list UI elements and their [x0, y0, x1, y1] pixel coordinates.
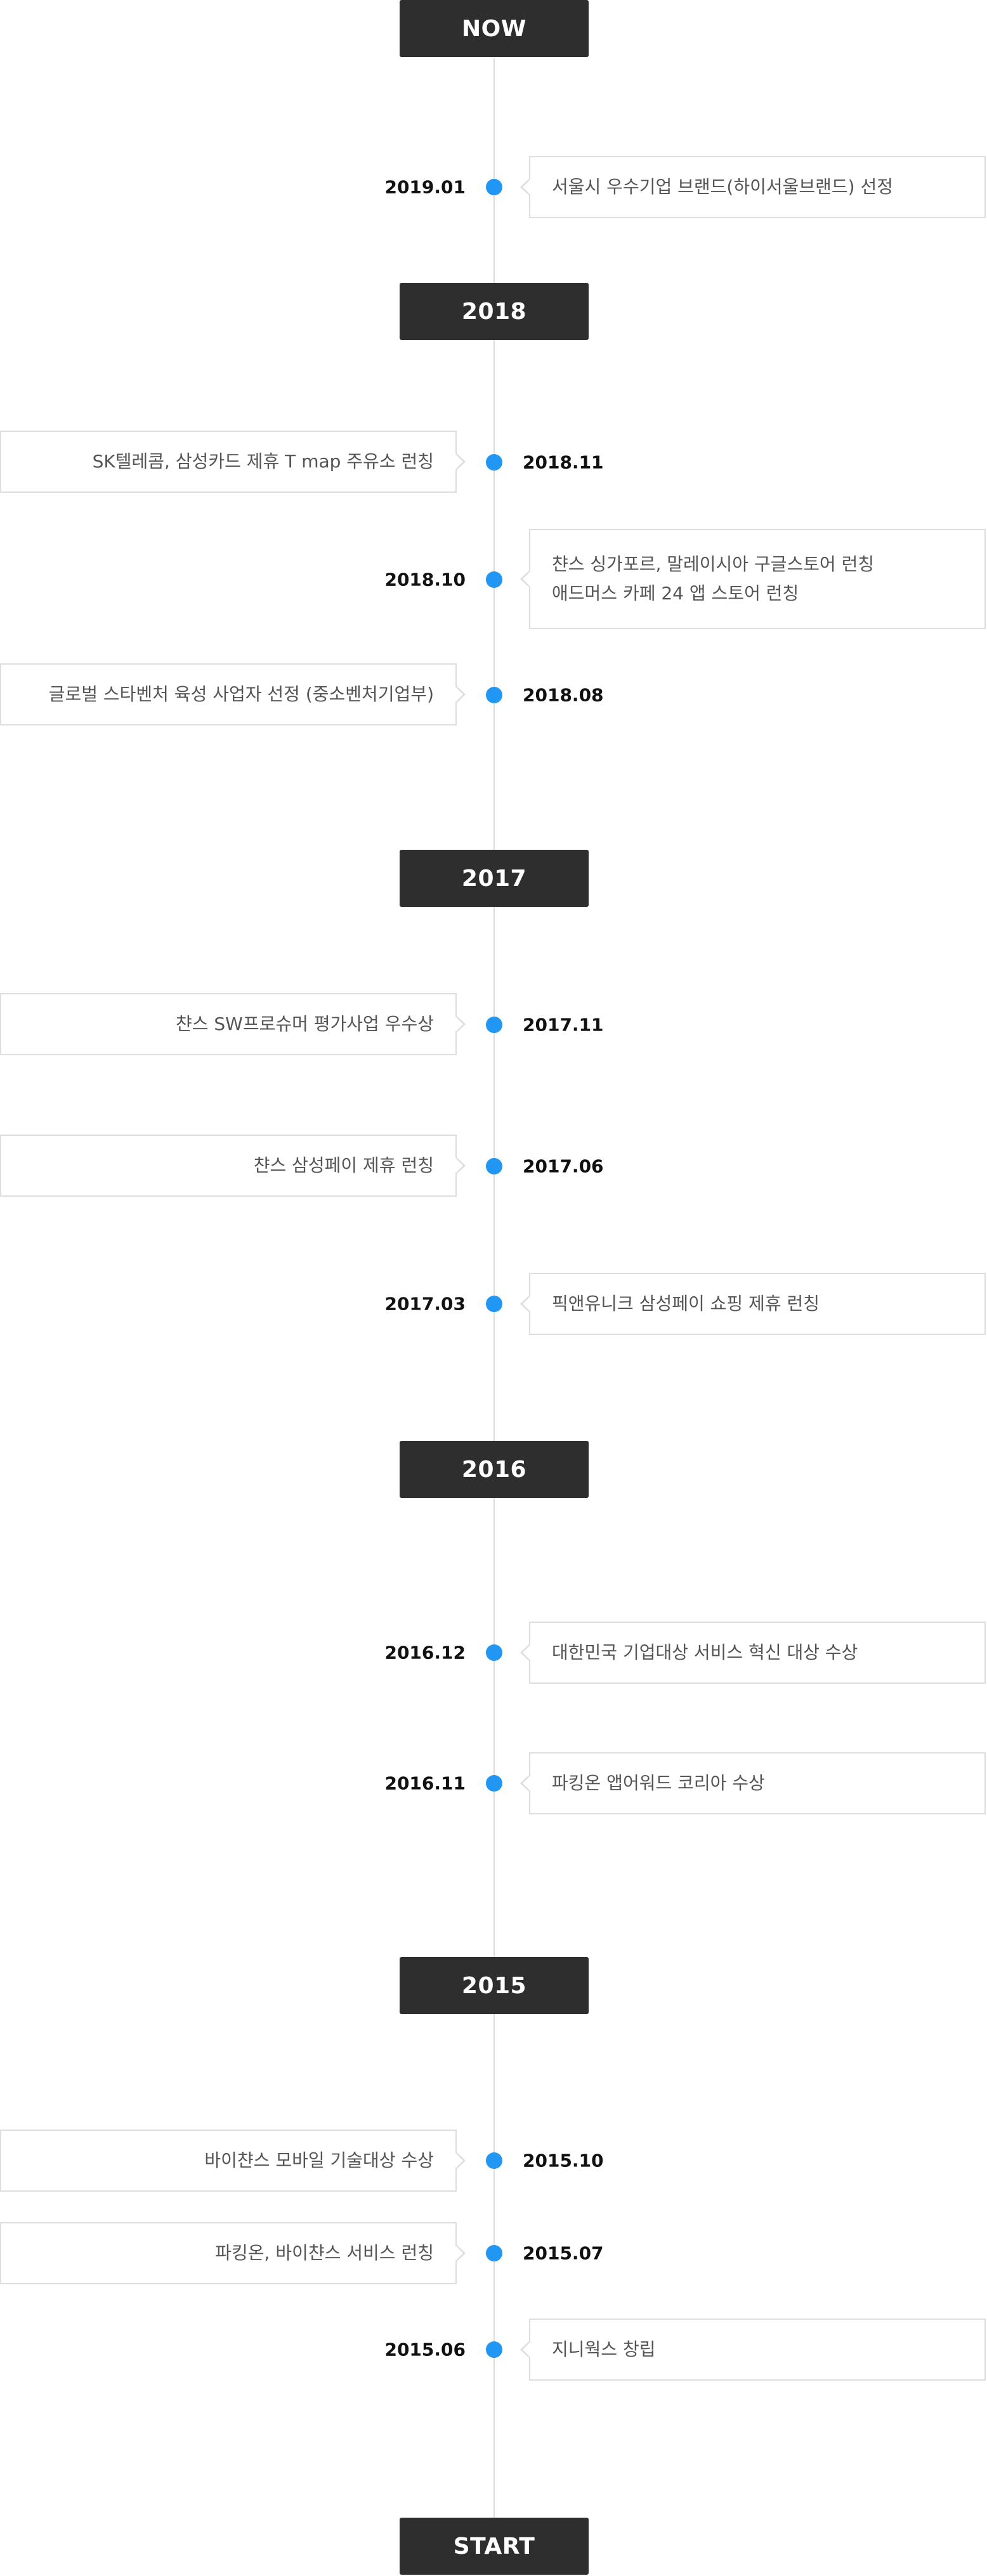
- timeline-start-label: START: [400, 2518, 589, 2575]
- event-card: 글로벌 스타벤처 육성 사업자 선정 (중소벤처기업부): [0, 663, 466, 725]
- timeline-dot: [486, 1644, 502, 1661]
- event-text: 픽앤유니크 삼성페이 쇼핑 제휴 런칭: [552, 1293, 820, 1314]
- event-text: 챤스 SW프로슈머 평가사업 우수상: [175, 1013, 434, 1034]
- event-date: 2016.11: [384, 1773, 466, 1794]
- event-date: 2017.11: [523, 1014, 604, 1036]
- timeline-dot: [486, 1017, 502, 1033]
- timeline-dot: [486, 2152, 502, 2169]
- event-date: 2018.08: [523, 684, 604, 706]
- event-date: 2016.12: [384, 1642, 466, 1663]
- timeline-dot: [486, 1296, 502, 1312]
- event-card: 지니웍스 창립: [520, 2319, 986, 2381]
- event-date: 2018.10: [384, 569, 466, 590]
- event-date: 2019.01: [384, 176, 466, 198]
- timeline-dot: [486, 1775, 502, 1792]
- event-text: SK텔레콤, 삼성카드 제휴 T map 주유소 런칭: [92, 451, 434, 472]
- event-date: 2015.10: [523, 2150, 604, 2171]
- event-card: 서울시 우수기업 브랜드(하이서울브랜드) 선정: [520, 156, 986, 218]
- year-heading: 2016: [400, 1441, 589, 1498]
- event-text: 파킹온, 바이챤스 서비스 런칭: [215, 2242, 434, 2263]
- timeline-axis: [494, 58, 495, 2519]
- event-text: 파킹온 앱어워드 코리아 수상: [552, 1773, 765, 1793]
- timeline-dot: [486, 2341, 502, 2358]
- year-heading: 2018: [400, 283, 589, 340]
- event-card: 챤스 SW프로슈머 평가사업 우수상: [0, 993, 466, 1055]
- event-card: SK텔레콤, 삼성카드 제휴 T map 주유소 런칭: [0, 431, 466, 493]
- event-card: 픽앤유니크 삼성페이 쇼핑 제휴 런칭: [520, 1273, 986, 1335]
- event-date: 2015.06: [384, 2339, 466, 2360]
- event-text: 애드머스 카페 24 앱 스토어 런칭: [552, 583, 799, 604]
- event-date: 2017.03: [384, 1293, 466, 1315]
- event-date: 2018.11: [523, 452, 604, 473]
- timeline-dot: [486, 687, 502, 703]
- event-text: 챤스 삼성페이 제휴 런칭: [253, 1155, 434, 1176]
- event-text: 글로벌 스타벤처 육성 사업자 선정 (중소벤처기업부): [48, 684, 434, 705]
- event-text: 대한민국 기업대상 서비스 혁신 대상 수상: [552, 1642, 858, 1663]
- event-text: 바이챤스 모바일 기술대상 수상: [204, 2150, 434, 2171]
- event-card: 파킹온, 바이챤스 서비스 런칭: [0, 2222, 466, 2284]
- timeline-dot: [486, 571, 502, 588]
- event-card: 챤스 싱가포르, 말레이시아 구글스토어 런칭 애드머스 카페 24 앱 스토어…: [520, 529, 986, 629]
- timeline-dot: [486, 1158, 502, 1174]
- event-text: 서울시 우수기업 브랜드(하이서울브랜드) 선정: [552, 176, 893, 197]
- event-card: 파킹온 앱어워드 코리아 수상: [520, 1752, 986, 1814]
- timeline-dot: [486, 2245, 502, 2261]
- timeline-now-label: NOW: [400, 0, 589, 57]
- year-heading: 2015: [400, 1957, 589, 2014]
- event-card: 바이챤스 모바일 기술대상 수상: [0, 2130, 466, 2192]
- event-text: 지니웍스 창립: [552, 2339, 656, 2360]
- timeline-dot: [486, 179, 502, 195]
- event-card: 챤스 삼성페이 제휴 런칭: [0, 1135, 466, 1197]
- event-date: 2017.06: [523, 1155, 604, 1177]
- event-text: 챤스 싱가포르, 말레이시아 구글스토어 런칭: [552, 554, 875, 575]
- event-card: 대한민국 기업대상 서비스 혁신 대상 수상: [520, 1622, 986, 1684]
- timeline-dot: [486, 454, 502, 471]
- event-date: 2015.07: [523, 2242, 604, 2264]
- year-heading: 2017: [400, 850, 589, 907]
